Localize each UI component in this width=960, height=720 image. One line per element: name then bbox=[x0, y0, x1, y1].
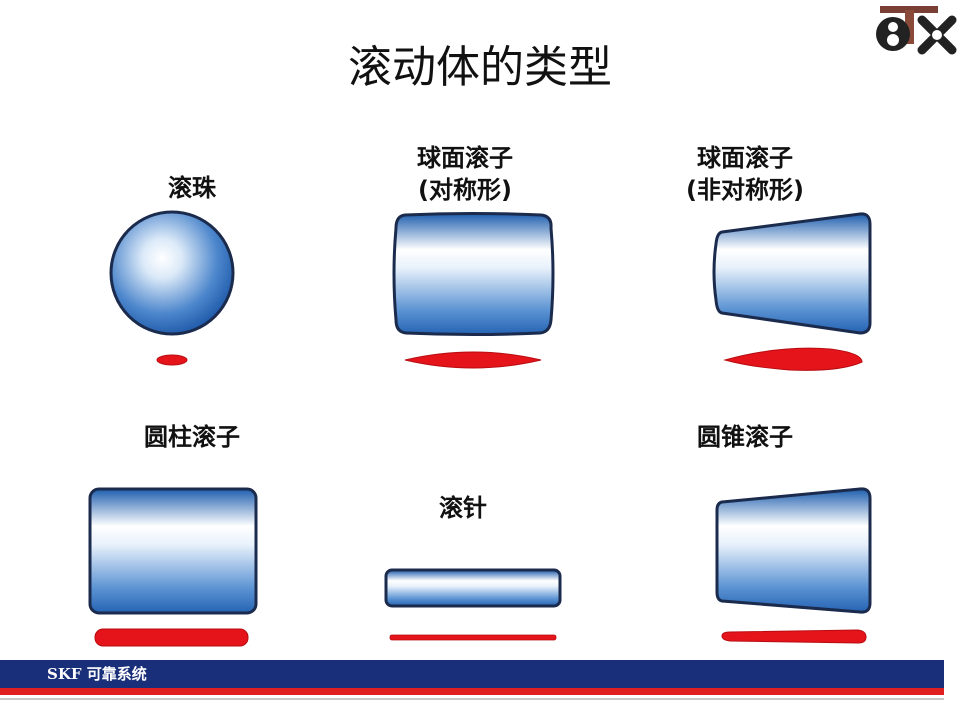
tapered-roller-shape bbox=[715, 487, 872, 614]
spherical-roller-asymmetric-shape bbox=[712, 212, 872, 335]
logo bbox=[876, 6, 957, 55]
label-spherical-symmetric-line2: (对称形) bbox=[418, 176, 512, 204]
logo-hole-top bbox=[888, 22, 898, 32]
needle-contact-mark bbox=[389, 634, 557, 641]
logo-cross-center bbox=[932, 30, 942, 40]
label-spherical-asymmetric-line2: (非对称形) bbox=[686, 176, 804, 204]
spherical-asymmetric-contact-mark bbox=[723, 347, 863, 371]
label-spherical-asymmetric-line1: 球面滚子 bbox=[697, 144, 793, 172]
label-ball: 滚珠 bbox=[168, 174, 216, 202]
label-spherical-symmetric-line1: 球面滚子 bbox=[417, 144, 513, 172]
logo-hole-bottom bbox=[887, 34, 899, 46]
label-tapered: 圆锥滚子 bbox=[697, 423, 793, 451]
ball-shape bbox=[109, 210, 235, 336]
logo-bar bbox=[880, 6, 938, 13]
footer-band bbox=[0, 660, 944, 688]
footer-gray-rule bbox=[0, 698, 944, 700]
needle-roller-shape bbox=[384, 568, 562, 608]
tapered-contact-mark bbox=[721, 629, 867, 644]
page-title: 滚动体的类型 bbox=[348, 42, 612, 93]
label-needle: 滚针 bbox=[439, 494, 487, 522]
ball-contact-mark bbox=[156, 354, 188, 366]
footer-text: SKF 可靠系统 bbox=[47, 665, 147, 683]
spherical-symmetric-contact-mark bbox=[404, 351, 542, 369]
logo-stem bbox=[905, 10, 914, 44]
footer-red-stripe bbox=[0, 688, 944, 695]
spherical-roller-symmetric-shape bbox=[392, 212, 555, 336]
label-cylindrical: 圆柱滚子 bbox=[144, 423, 240, 451]
cylindrical-contact-mark bbox=[94, 628, 249, 647]
cylindrical-roller-shape bbox=[88, 487, 258, 615]
